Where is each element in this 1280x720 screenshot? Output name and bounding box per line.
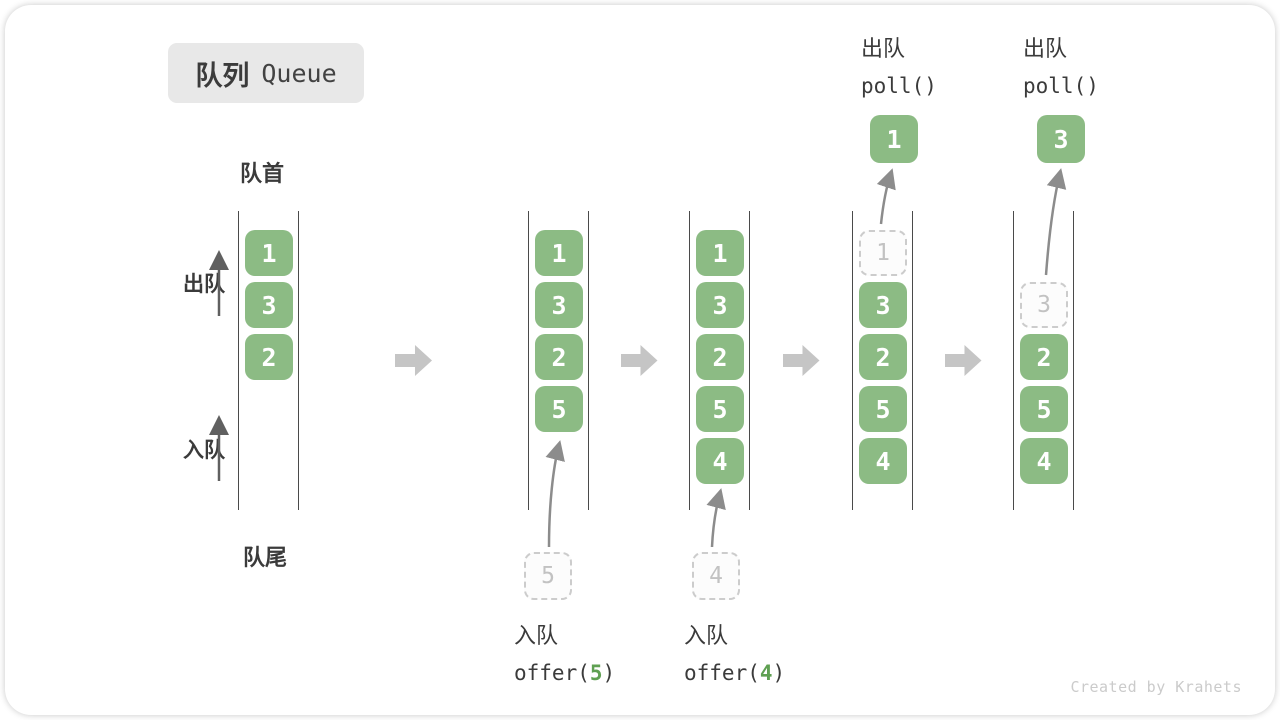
dequeue-side-label: 出队 bbox=[183, 273, 225, 296]
title-en: Queue bbox=[261, 58, 337, 88]
queue-cell-solid: 1 bbox=[696, 230, 744, 276]
op-code-part: offer( bbox=[514, 661, 590, 685]
op-label-after-offer-4: 入队 offer(4) bbox=[684, 618, 785, 685]
queue-cell-solid: 4 bbox=[696, 438, 744, 484]
popped-cell: 3 bbox=[1037, 115, 1085, 163]
op-label-after-poll-3: 出队 poll() bbox=[1023, 31, 1099, 98]
queue-cell-solid: 3 bbox=[245, 282, 293, 328]
queue-column-initial bbox=[238, 211, 299, 510]
op-label-after-offer-5: 入队 offer(5) bbox=[514, 618, 615, 685]
queue-cell-solid: 1 bbox=[535, 230, 583, 276]
queue-column-after-poll-3 bbox=[1013, 211, 1074, 510]
op-zh-label: 出队 bbox=[861, 36, 906, 61]
queue-column-after-offer-4 bbox=[689, 211, 750, 510]
queue-cell-solid: 2 bbox=[535, 334, 583, 380]
watermark: Created by Krahets bbox=[1070, 678, 1242, 696]
popped-cell: 1 bbox=[870, 115, 918, 163]
queue-cell-solid: 3 bbox=[696, 282, 744, 328]
op-code-label: offer(5) bbox=[514, 661, 615, 685]
op-code-part: ) bbox=[772, 661, 786, 685]
op-code-label: poll() bbox=[861, 74, 937, 98]
queue-cell-solid: 3 bbox=[535, 282, 583, 328]
op-code-part: poll() bbox=[861, 74, 937, 98]
queue-cell-dashed: 3 bbox=[1020, 282, 1068, 328]
queue-cell-solid: 2 bbox=[245, 334, 293, 380]
queue-front-label: 队首 bbox=[240, 161, 285, 186]
queue-cell-solid: 4 bbox=[1020, 438, 1068, 484]
op-code-part: poll() bbox=[1023, 74, 1099, 98]
queue-cell-solid: 2 bbox=[1020, 334, 1068, 380]
queue-cell-solid: 2 bbox=[859, 334, 907, 380]
op-zh-label: 入队 bbox=[514, 623, 559, 648]
title-zh: 队列 bbox=[195, 60, 250, 91]
queue-cell-solid: 5 bbox=[535, 386, 583, 432]
pending-cell: 5 bbox=[524, 552, 572, 600]
op-code-part: 4 bbox=[759, 661, 773, 685]
queue-cell-solid: 5 bbox=[696, 386, 744, 432]
op-label-after-poll-1: 出队 poll() bbox=[861, 31, 937, 98]
queue-cell-solid: 1 bbox=[245, 230, 293, 276]
queue-cell-solid: 5 bbox=[1020, 386, 1068, 432]
queue-rear-label: 队尾 bbox=[243, 545, 288, 570]
title-box: 队列 Queue bbox=[168, 43, 364, 103]
op-zh-label: 出队 bbox=[1023, 36, 1068, 61]
op-code-part: 5 bbox=[589, 661, 603, 685]
queue-cell-solid: 4 bbox=[859, 438, 907, 484]
op-code-part: ) bbox=[602, 661, 616, 685]
queue-cell-solid: 2 bbox=[696, 334, 744, 380]
queue-column-after-offer-5 bbox=[528, 211, 589, 510]
enqueue-side-label: 入队 bbox=[183, 439, 225, 462]
queue-column-after-poll-1 bbox=[852, 211, 913, 510]
op-code-part: offer( bbox=[684, 661, 760, 685]
op-zh-label: 入队 bbox=[684, 623, 729, 648]
queue-cell-dashed: 1 bbox=[859, 230, 907, 276]
queue-cell-solid: 3 bbox=[859, 282, 907, 328]
op-code-label: offer(4) bbox=[684, 661, 785, 685]
pending-cell: 4 bbox=[692, 552, 740, 600]
op-code-label: poll() bbox=[1023, 74, 1099, 98]
queue-cell-solid: 5 bbox=[859, 386, 907, 432]
